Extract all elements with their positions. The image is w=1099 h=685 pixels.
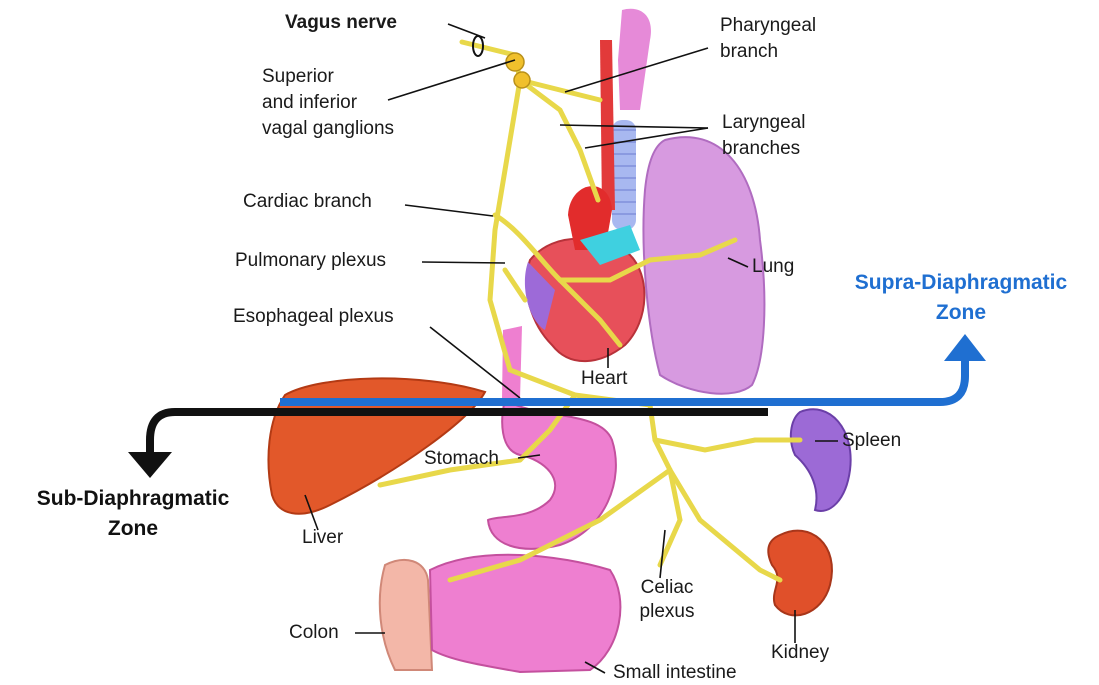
esophagus-upper <box>600 40 615 210</box>
label-kidney: Kidney <box>771 642 829 664</box>
stomach <box>488 400 616 549</box>
colon <box>380 560 432 670</box>
label-pharyngeal-2: branch <box>720 41 778 63</box>
label-celiac-plexus-2: plexus <box>636 601 698 623</box>
supra-zone-line-1: Supra-Diaphragmatic <box>826 268 1096 298</box>
label-heart: Heart <box>581 368 627 390</box>
supra-zone-label: Supra-Diaphragmatic Zone <box>826 268 1096 328</box>
label-cardiac-branch: Cardiac branch <box>243 191 372 213</box>
sub-zone-line-2: Zone <box>2 514 264 544</box>
label-liver: Liver <box>302 527 343 549</box>
spleen <box>791 409 851 511</box>
trachea <box>612 120 636 230</box>
label-colon: Colon <box>289 622 339 644</box>
label-vagus-nerve: Vagus nerve <box>285 12 397 34</box>
label-vagal-ganglia-1: Superior <box>262 66 334 88</box>
label-vagal-ganglia-2: and inferior <box>262 92 357 114</box>
esophagus-lower <box>502 326 522 400</box>
label-esophageal-plexus: Esophageal plexus <box>233 306 394 328</box>
label-stomach: Stomach <box>424 448 499 470</box>
supra-zone-line-2: Zone <box>826 298 1096 328</box>
label-vagal-ganglia-3: vagal ganglions <box>262 118 394 140</box>
label-celiac-plexus-1: Celiac <box>636 577 698 599</box>
label-pulmonary-plexus: Pulmonary plexus <box>235 250 386 272</box>
vagal-ganglia <box>506 53 530 88</box>
label-lung: Lung <box>752 256 794 278</box>
supra-zone-arrowhead-icon <box>944 334 986 361</box>
pharynx <box>618 9 651 110</box>
label-pharyngeal-1: Pharyngeal <box>720 15 816 37</box>
kidney <box>768 531 832 616</box>
sub-zone-line-1: Sub-Diaphragmatic <box>2 484 264 514</box>
label-laryngeal-2: branches <box>722 138 800 160</box>
label-small-intestine: Small intestine <box>613 662 737 684</box>
small-intestine <box>430 555 620 672</box>
label-laryngeal-1: Laryngeal <box>722 112 805 134</box>
sub-zone-arrowhead-icon <box>128 452 172 478</box>
label-spleen: Spleen <box>842 430 901 452</box>
sub-zone-label: Sub-Diaphragmatic Zone <box>2 484 264 544</box>
